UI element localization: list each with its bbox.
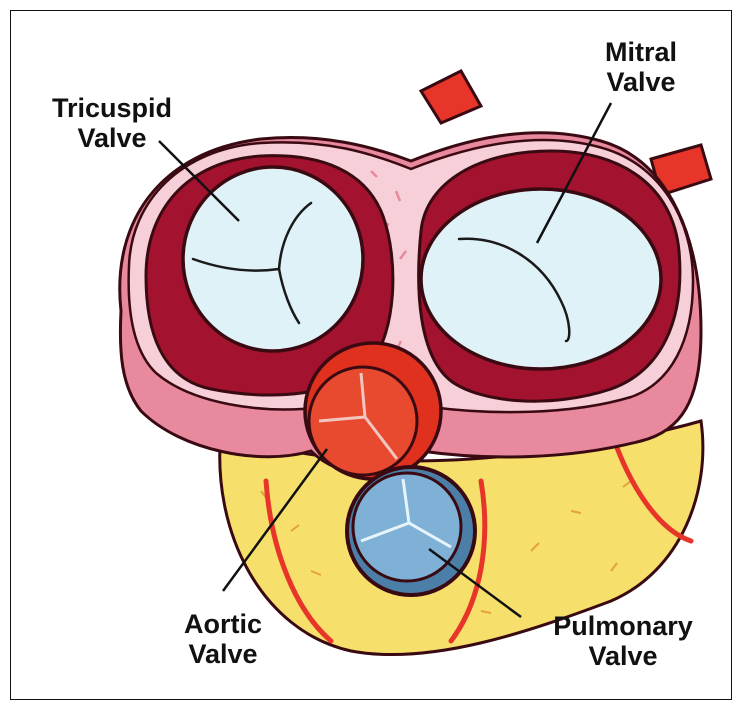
mitral-valve-label: Mitral Valve xyxy=(571,37,711,97)
diagram-frame: Tricuspid Valve Mitral Valve Aortic Valv… xyxy=(10,10,732,700)
aortic-label-line1: Aortic xyxy=(153,609,293,639)
pulmonary-label-line1: Pulmonary xyxy=(523,611,723,641)
aortic-valve-label: Aortic Valve xyxy=(153,609,293,669)
pulmonary-valve xyxy=(353,473,461,581)
aortic-label-line2: Valve xyxy=(153,639,293,669)
mitral-valve xyxy=(421,189,661,369)
tricuspid-label-line1: Tricuspid xyxy=(27,93,197,123)
mitral-label-line1: Mitral xyxy=(571,37,711,67)
mitral-label-line2: Valve xyxy=(571,67,711,97)
tricuspid-label-line2: Valve xyxy=(27,123,197,153)
tricuspid-valve-label: Tricuspid Valve xyxy=(27,93,197,153)
tricuspid-valve xyxy=(183,167,363,351)
pulmonary-valve-label: Pulmonary Valve xyxy=(523,611,723,671)
pulmonary-label-line2: Valve xyxy=(523,641,723,671)
